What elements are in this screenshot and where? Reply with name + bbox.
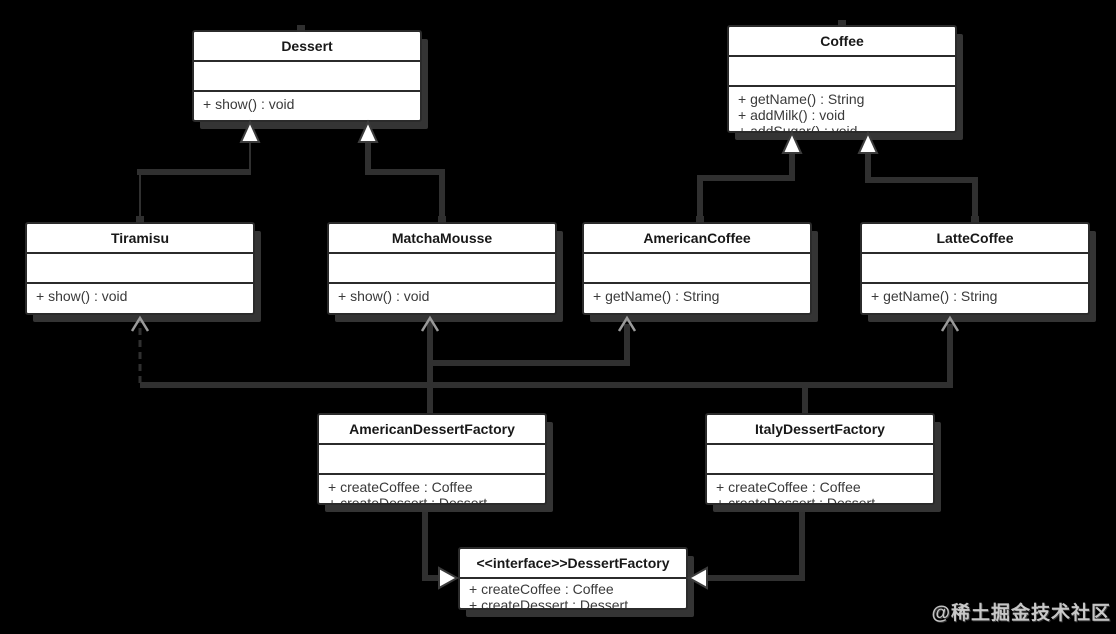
class-box-dessert: Dessert + show() : void — [192, 30, 422, 122]
method-item: + createCoffee : Coffee — [716, 479, 861, 495]
class-methods: + createCoffee : Coffee + createDessert … — [707, 475, 933, 505]
method-item: + getName() : String — [738, 91, 865, 107]
edge-idf-interface — [703, 507, 805, 581]
method-item: + createDessert : Dessert — [716, 495, 876, 505]
class-methods: + show() : void — [329, 284, 555, 304]
method-item: + show() : void — [338, 288, 430, 304]
class-box-americancoffee: AmericanCoffee + getName() : String — [582, 222, 812, 315]
method-item: + show() : void — [36, 288, 128, 304]
method-item: + getName() : String — [871, 288, 998, 304]
class-methods: + createCoffee : Coffee + createDessert … — [319, 475, 545, 505]
class-box-lattecoffee: LatteCoffee + getName() : String — [860, 222, 1090, 315]
edge-adf-interface — [422, 507, 444, 581]
class-title: LatteCoffee — [862, 224, 1088, 254]
class-attributes — [194, 62, 420, 92]
class-methods: + getName() : String — [862, 284, 1088, 304]
class-title: <<interface>>DessertFactory — [460, 549, 686, 579]
class-methods: + getName() : String — [584, 284, 810, 304]
edge-adf-americancoffee — [427, 324, 630, 366]
class-title: ItalyDessertFactory — [707, 415, 933, 445]
class-methods: + getName() : String + addMilk() : void … — [729, 87, 955, 133]
class-box-matchamousse: MatchaMousse + show() : void — [327, 222, 557, 315]
class-title: AmericanCoffee — [584, 224, 810, 254]
edge-lattecoffee-coffee — [865, 150, 978, 224]
method-item: + createCoffee : Coffee — [328, 479, 473, 495]
method-item: + addSugar() : void — [738, 123, 858, 133]
class-title: Tiramisu — [27, 224, 253, 254]
class-title: MatchaMousse — [329, 224, 555, 254]
method-item: + getName() : String — [593, 288, 720, 304]
class-title: Dessert — [194, 32, 420, 62]
class-methods: + show() : void — [194, 92, 420, 112]
class-box-tiramisu: Tiramisu + show() : void — [25, 222, 255, 315]
watermark-text: @稀土掘金技术社区 — [931, 603, 1111, 624]
class-attributes — [707, 445, 933, 475]
class-box-dessertfactory-interface: <<interface>>DessertFactory + createCoff… — [458, 547, 688, 610]
class-title: Coffee — [729, 27, 955, 57]
method-item: + show() : void — [203, 96, 295, 112]
method-item: + addMilk() : void — [738, 107, 845, 123]
class-attributes — [27, 254, 253, 284]
class-box-italydessertfactory: ItalyDessertFactory + createCoffee : Cof… — [705, 413, 935, 505]
class-methods: + createCoffee : Coffee + createDessert … — [460, 579, 686, 610]
class-methods: + show() : void — [27, 284, 253, 304]
class-attributes — [329, 254, 555, 284]
class-attributes — [862, 254, 1088, 284]
edge-matchamousse-dessert — [365, 140, 445, 224]
edge-americancoffee-coffee — [697, 150, 795, 224]
class-title: AmericanDessertFactory — [319, 415, 545, 445]
class-attributes — [729, 57, 955, 87]
class-box-coffee: Coffee + getName() : String + addMilk() … — [727, 25, 957, 133]
method-item: + createCoffee : Coffee — [469, 581, 614, 597]
class-box-americandessertfactory: AmericanDessertFactory + createCoffee : … — [317, 413, 547, 505]
class-attributes — [319, 445, 545, 475]
method-item: + createDessert : Dessert — [469, 597, 629, 610]
class-attributes — [584, 254, 810, 284]
method-item: + createDessert : Dessert — [328, 495, 488, 505]
